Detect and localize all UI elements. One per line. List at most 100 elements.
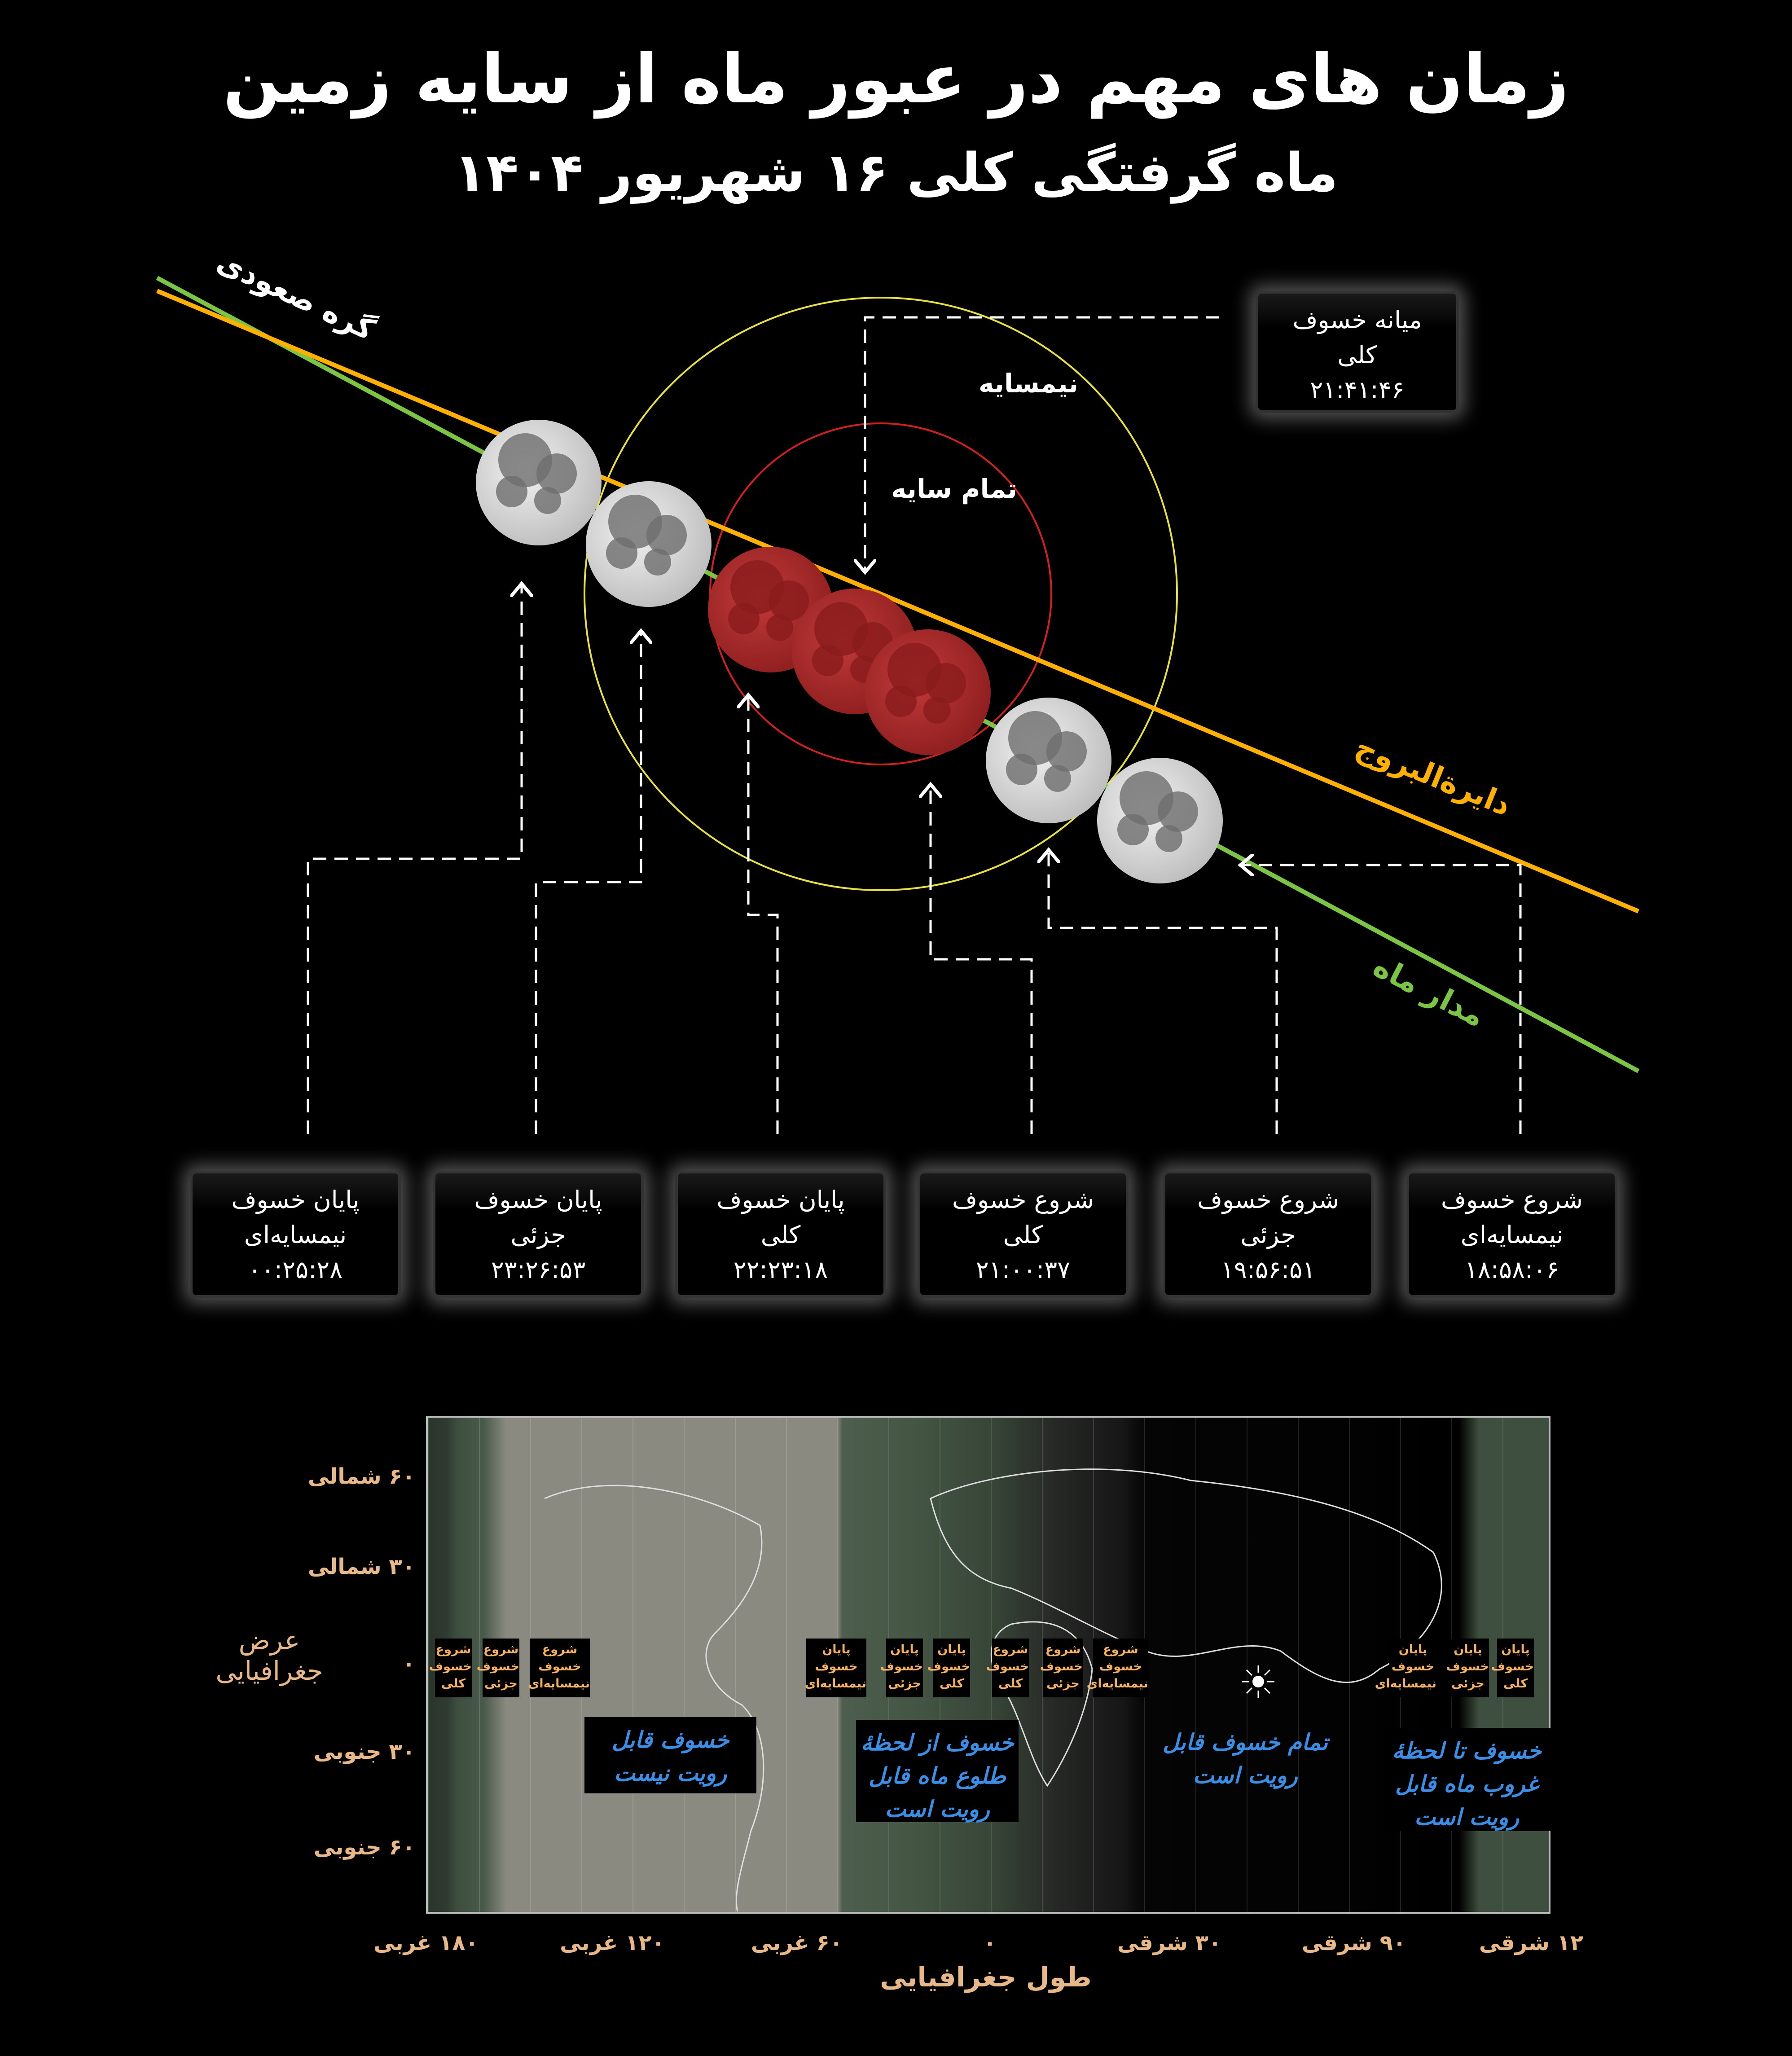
region-label-line: خسوف از لحظهٔ xyxy=(861,1730,1014,1756)
map-event-label: پایان خسوف کلی xyxy=(1491,1639,1534,1697)
map-event-label-line: جزئی xyxy=(1451,1677,1485,1691)
region-label-line: رویت نیست xyxy=(614,1760,727,1786)
connector-end-total xyxy=(748,697,779,1134)
visibility-region-label: تمام خسوف قابل رویت است xyxy=(1155,1719,1335,1791)
page-title: زمان های مهم در عبور ماه از سایه زمین xyxy=(223,40,1569,119)
map-event-label-line: خسوف xyxy=(986,1660,1029,1674)
penumbra-label: نیمسایه xyxy=(979,368,1079,399)
longitude-tick-label: ۳۰ شرقی xyxy=(1117,1930,1222,1955)
map-event-label-line: پایان xyxy=(890,1643,919,1656)
latitude-tick-label: ۶۰ شمالی xyxy=(307,1464,415,1489)
event-time: ۱۹:۵۶:۵۱ xyxy=(1221,1256,1316,1284)
map-event-label-line: جزئی xyxy=(888,1677,921,1691)
longitude-tick-label: ۰ xyxy=(983,1930,997,1955)
longitude-axis-title: طول جغرافیایی xyxy=(880,1962,1092,1993)
event-line2: کلی xyxy=(760,1221,801,1249)
map-event-label-line: خسوف xyxy=(538,1660,581,1674)
ecliptic-line xyxy=(156,289,1639,914)
connector-mid-eclipse xyxy=(865,316,1219,570)
map-event-label-line: خسوف xyxy=(880,1660,923,1674)
region-label-line: طلوع ماه قابل xyxy=(869,1763,1006,1789)
map-event-label-line: جزئی xyxy=(1046,1677,1080,1691)
latitude-tick-label: ۳۰ جنوبی xyxy=(313,1739,415,1764)
eclipse-path-diagram xyxy=(156,276,1640,1134)
map-event-label: پایان خسوف جزئی xyxy=(1446,1639,1489,1697)
map-event-label-line: شروع xyxy=(542,1643,578,1656)
map-event-label-line: خسوف xyxy=(429,1660,472,1674)
event-line1: شروع خسوف xyxy=(952,1186,1094,1214)
latitude-title-line2: جغرافیایی xyxy=(215,1656,323,1686)
event-line1: شروع خسوف xyxy=(1197,1186,1339,1214)
event-time: ۰۰:۲۵:۲۸ xyxy=(248,1256,343,1284)
event-line2: کلی xyxy=(1003,1221,1043,1249)
map-event-label-line: خسوف xyxy=(815,1660,858,1674)
page-subtitle: ماه گرفتگی کلی ۱۶ شهریور ۱۴۰۴ xyxy=(454,141,1338,203)
latitude-tick-label: ۳۰ شمالی xyxy=(307,1554,415,1579)
eclipsed-moon xyxy=(865,629,991,755)
event-line1: پایان خسوف xyxy=(716,1186,845,1214)
event-time: ۲۲:۲۳:۱۸ xyxy=(733,1256,828,1284)
map-event-label-line: شروع xyxy=(483,1643,519,1656)
map-event-label-line: شروع xyxy=(1045,1643,1081,1656)
map-event-label-line: کلی xyxy=(1503,1677,1528,1691)
map-event-label-line: خسوف xyxy=(1099,1660,1142,1674)
latitude-title-line1: عرض xyxy=(238,1625,300,1656)
map-event-label-line: خسوف xyxy=(1491,1660,1534,1674)
visibility-region-label: خسوف تا لحظهٔ غروب ماه قابل رویت است xyxy=(1383,1728,1550,1831)
map-event-label: پایان خسوف جزئی xyxy=(880,1639,923,1697)
map-event-label-line: پایان xyxy=(822,1643,851,1656)
sun-icon xyxy=(1242,1665,1274,1698)
mid-eclipse-line1: میانه خسوف xyxy=(1292,306,1422,334)
region-label-line: خسوف تا لحظهٔ xyxy=(1392,1738,1542,1764)
map-event-label-line: کلی xyxy=(441,1677,466,1691)
visibility-region-label: خسوف قابل رویت نیست xyxy=(584,1717,756,1793)
moon xyxy=(1097,758,1223,883)
map-event-label-line: پایان xyxy=(1501,1643,1530,1656)
event-line2: نیمسایه‌ای xyxy=(244,1221,347,1249)
event-time: ۱۸:۵۸:۰۶ xyxy=(1464,1256,1559,1284)
latitude-axis-title: عرض جغرافیایی xyxy=(215,1625,323,1686)
event-time: ۲۳:۲۶:۵۳ xyxy=(491,1256,586,1284)
map-event-label-line: خسوف xyxy=(1391,1660,1435,1674)
latitude-tick-label: ۰ xyxy=(402,1651,415,1676)
longitude-tick-label: ۹۰ شرقی xyxy=(1301,1930,1406,1955)
visibility-region-label: خسوف از لحظهٔ طلوع ماه قابل رویت است xyxy=(856,1720,1019,1822)
latitude-tick-label: ۶۰ جنوبی xyxy=(313,1835,415,1860)
region-label-line: خسوف قابل xyxy=(611,1727,729,1753)
event-line1: شروع خسوف xyxy=(1441,1186,1583,1214)
event-line1: پایان خسوف xyxy=(474,1186,602,1214)
map-event-label-line: پایان xyxy=(1398,1643,1427,1656)
map-event-label-line: نیمسایه‌ای xyxy=(1375,1677,1436,1691)
event-time-box: شروع خسوف نیمسایه‌ای ۱۸:۵۸:۰۶ xyxy=(1406,1171,1617,1298)
region-label-line: غروب ماه قابل xyxy=(1395,1771,1538,1797)
connector-start-partial xyxy=(1049,852,1278,1134)
region-label-line: رویت است xyxy=(885,1796,990,1822)
connector-end-partial xyxy=(535,633,641,1134)
map-event-label-line: خسوف xyxy=(1446,1660,1489,1674)
visibility-map xyxy=(426,1416,1550,1914)
map-event-label-line: خسوف xyxy=(1040,1660,1083,1674)
map-event-label-line: شروع xyxy=(435,1643,471,1656)
connector-start-penumbral xyxy=(1243,865,1522,1134)
map-event-label-line: پایان xyxy=(937,1643,966,1656)
moon xyxy=(586,481,712,607)
region-label-line: رویت است xyxy=(1414,1804,1520,1830)
map-event-label: پایان خسوف نیمسایه‌ای xyxy=(1375,1639,1436,1697)
event-time: ۲۱:۰۰:۳۷ xyxy=(975,1256,1071,1284)
moon xyxy=(476,420,602,545)
region-label-line: تمام خسوف قابل xyxy=(1163,1729,1328,1755)
event-line2: نیمسایه‌ای xyxy=(1460,1221,1564,1249)
map-event-label-line: نیمسایه‌ای xyxy=(1086,1677,1148,1691)
map-event-label-line: جزئی xyxy=(484,1677,518,1691)
penumbra-circle xyxy=(584,297,1178,891)
map-event-label-line: شروع xyxy=(1103,1643,1138,1656)
map-event-label-line: پایان xyxy=(1454,1643,1482,1656)
event-time-box: پایان خسوف کلی ۲۲:۲۳:۱۸ xyxy=(675,1171,886,1298)
region-label-line: رویت است xyxy=(1193,1762,1298,1788)
